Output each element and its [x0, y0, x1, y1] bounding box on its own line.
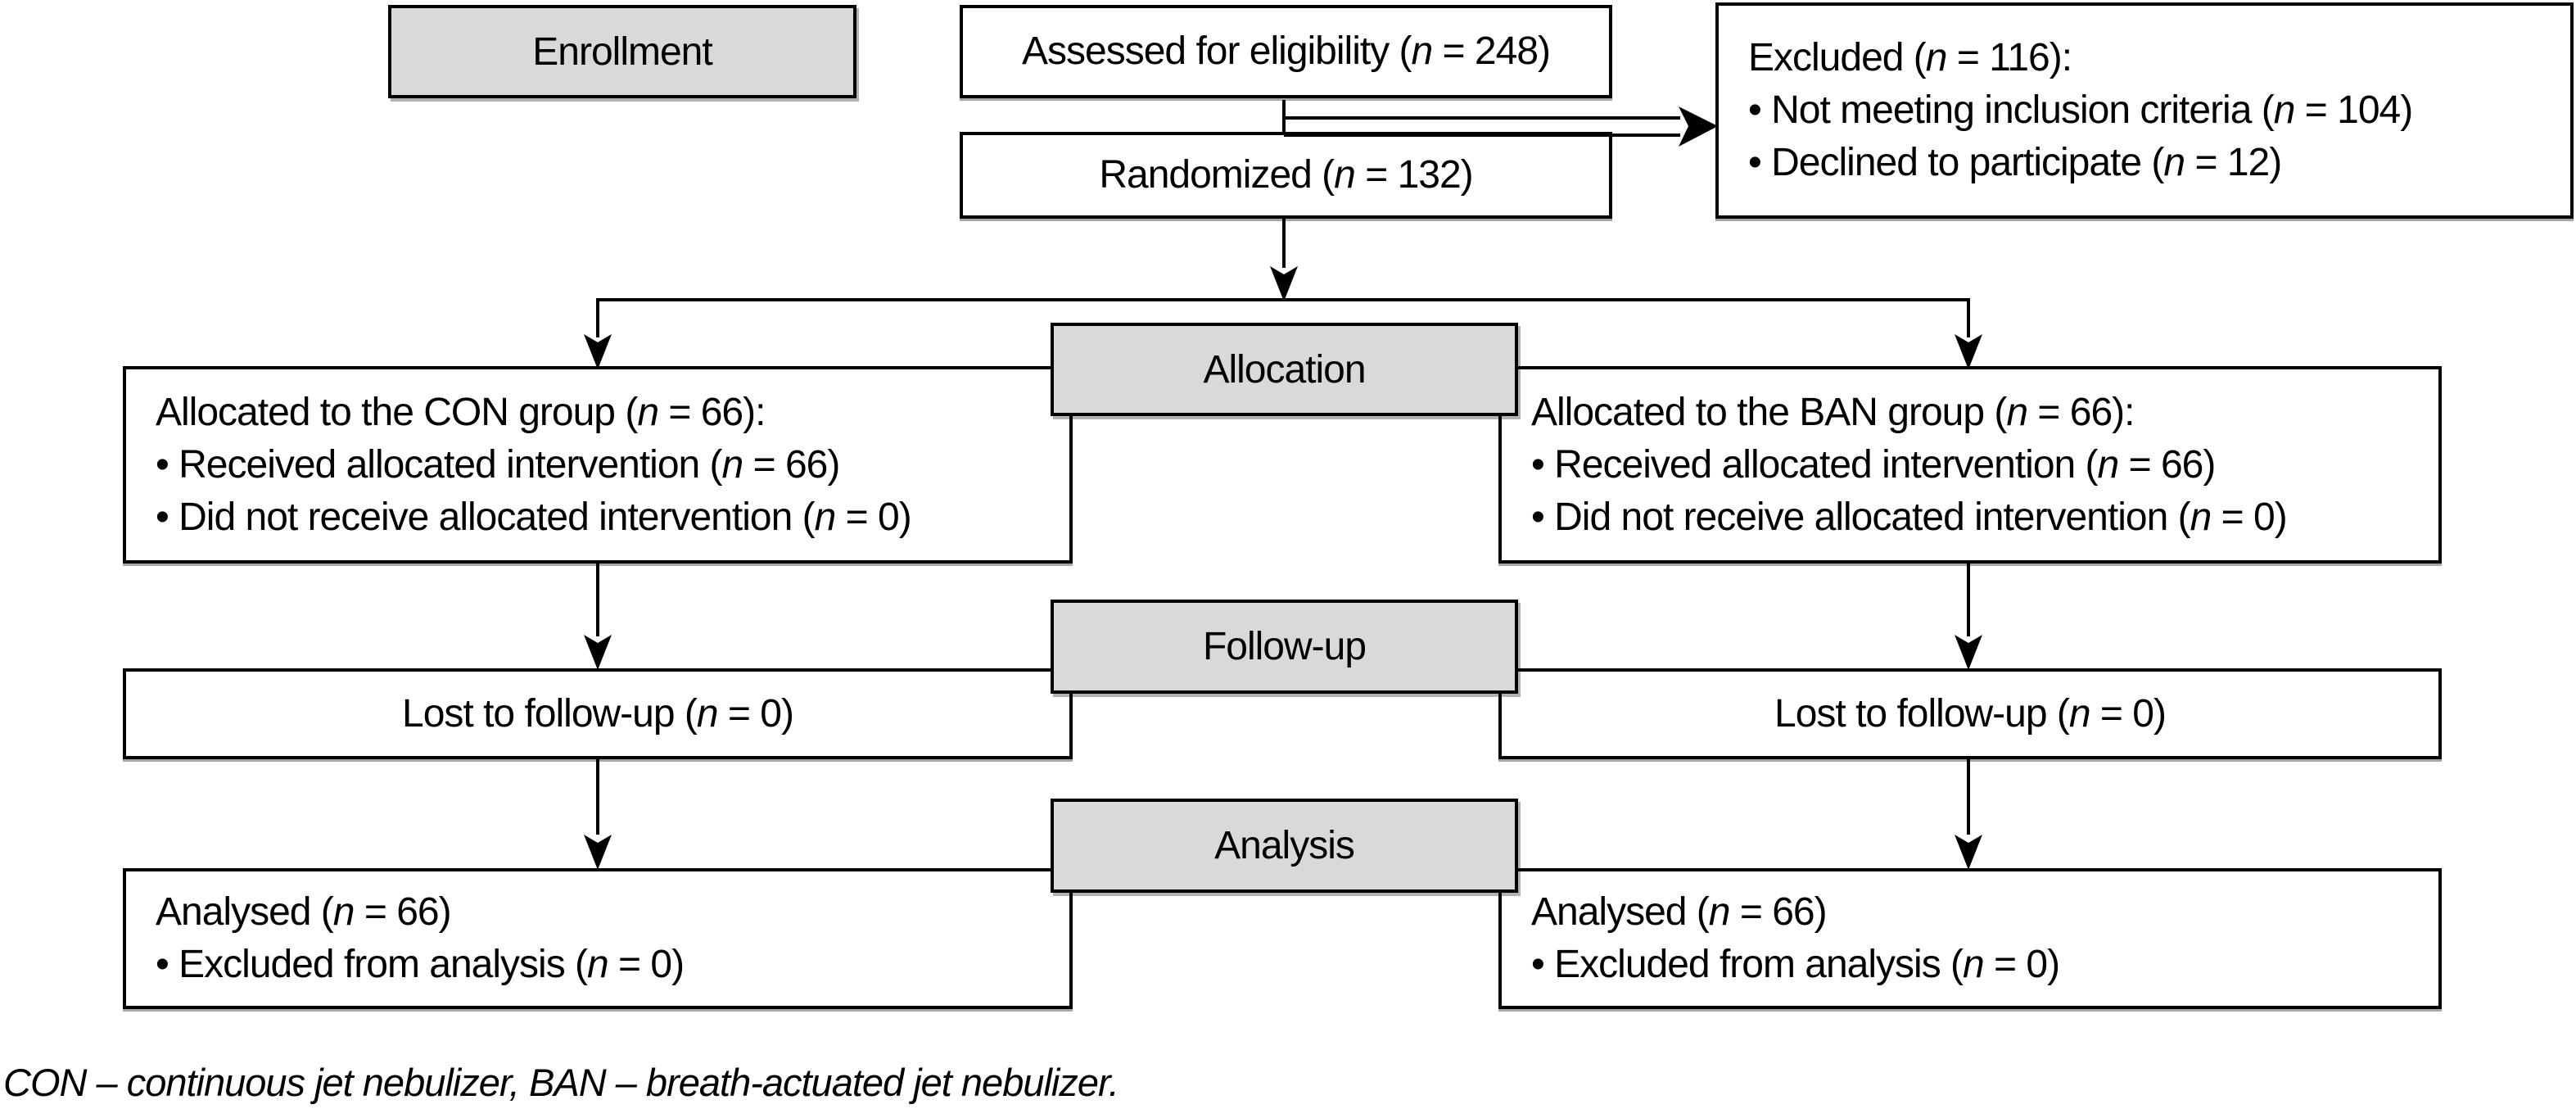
arrow-alloc-to-lost-con [584, 562, 612, 670]
randomized-text: Randomized (n = 132) [1099, 153, 1473, 197]
flow-box-lost-ban: Lost to follow-up (n = 0) [1498, 668, 2442, 759]
abbreviations-caption: CON – continuous jet nebulizer, BAN – br… [3, 1061, 1119, 1104]
analysed-ban-line-2: • Excluded from analysis (n = 0) [1531, 943, 2060, 986]
stage-label-followup: Follow-up [1051, 600, 1518, 694]
analysed-con-line-1: Analysed (n = 66) [156, 890, 452, 934]
flow-box-allocated-ban: Allocated to the BAN group (n = 66): • R… [1498, 366, 2442, 564]
branch-line [596, 298, 1970, 337]
analysed-ban-line-1: Analysed (n = 66) [1531, 890, 1828, 934]
stage-label-allocation: Allocation [1051, 323, 1518, 416]
excluded-line-2: • Not meeting inclusion criteria (n = 10… [1748, 88, 2413, 132]
arrow-assessed-to-excluded [1284, 106, 1718, 147]
lost-ban-text: Lost to follow-up (n = 0) [1774, 691, 2167, 736]
stage-label-enrollment: Enrollment [388, 5, 856, 98]
flow-box-excluded: Excluded (n = 116): • Not meeting inclus… [1715, 2, 2574, 219]
arrow-lost-to-analysed-ban [1955, 758, 1982, 870]
flow-box-assessed: Assessed for eligibility (n = 248) [960, 5, 1612, 98]
alloc-con-line-1: Allocated to the CON group (n = 66): [156, 390, 766, 434]
stage-label-analysis: Analysis [1051, 799, 1518, 893]
alloc-con-line-3: • Did not receive allocated intervention… [156, 495, 912, 539]
alloc-ban-line-2: • Received allocated intervention (n = 6… [1531, 442, 2216, 487]
arrow-lost-to-analysed-con [584, 758, 612, 870]
flow-box-randomized: Randomized (n = 132) [960, 132, 1612, 219]
arrow-alloc-to-lost-ban [1955, 562, 1982, 670]
excluded-line-1: Excluded (n = 116): [1748, 36, 2072, 79]
alloc-ban-line-1: Allocated to the BAN group (n = 66): [1531, 390, 2135, 434]
analysed-con-line-2: • Excluded from analysis (n = 0) [156, 943, 685, 986]
alloc-ban-line-3: • Did not receive allocated intervention… [1531, 495, 2288, 539]
flow-box-lost-con: Lost to follow-up (n = 0) [123, 668, 1073, 759]
flow-box-analysed-ban: Analysed (n = 66) • Excluded from analys… [1498, 868, 2442, 1009]
alloc-con-line-2: • Received allocated intervention (n = 6… [156, 442, 840, 487]
arrow-branch-to-alloc-con [584, 334, 612, 369]
assessed-text: Assessed for eligibility (n = 248) [1022, 29, 1551, 73]
excluded-line-3: • Declined to participate (n = 12) [1748, 141, 2282, 184]
arrow-randomized-to-branch [1270, 217, 1298, 301]
flow-box-allocated-con: Allocated to the CON group (n = 66): • R… [123, 366, 1073, 564]
arrow-branch-to-alloc-ban [1955, 334, 1982, 369]
lost-con-text: Lost to follow-up (n = 0) [402, 691, 794, 736]
